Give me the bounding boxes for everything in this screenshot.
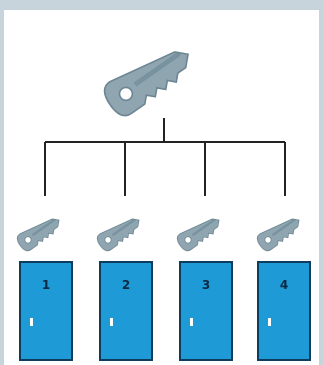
key-icon: [255, 211, 304, 253]
door-3: 3: [180, 262, 232, 360]
master-key-icon: [99, 36, 197, 121]
door-icon: [20, 262, 72, 360]
door-label: 3: [202, 278, 210, 292]
door-icon: [258, 262, 310, 360]
door-label: 1: [42, 278, 50, 292]
door-label: 4: [280, 278, 288, 292]
key-icon: [15, 211, 64, 253]
hierarchy-connectors: [45, 118, 285, 196]
key-icon: [175, 211, 224, 253]
door-2: 2: [100, 262, 152, 360]
door-4: 4: [258, 262, 310, 360]
key-icon: [95, 211, 144, 253]
door-icon: [100, 262, 152, 360]
door-icon: [180, 262, 232, 360]
door-1: 1: [20, 262, 72, 360]
door-label: 2: [122, 278, 130, 292]
